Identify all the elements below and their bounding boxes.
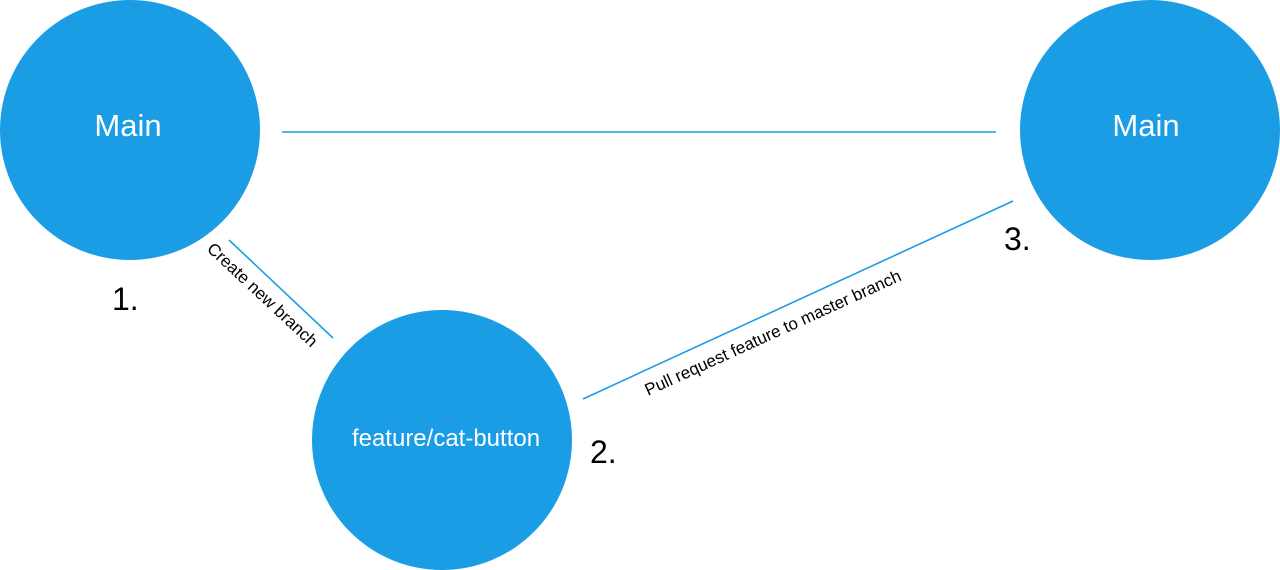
node-feature-branch-circle	[312, 310, 572, 570]
edge-label-pull-request: Pull request feature to master branch	[642, 266, 904, 399]
connector-pull-request	[582, 200, 1014, 400]
node-main-start: Main	[0, 0, 260, 260]
node-feature-branch-label: feature/cat-button	[352, 425, 540, 452]
node-main-end-circle	[1020, 0, 1280, 260]
step-number-1: 1.	[112, 281, 139, 317]
step-number-2: 2.	[590, 434, 617, 470]
node-feature-branch: feature/cat-button	[312, 310, 572, 570]
node-main-start-circle	[0, 0, 260, 260]
connector-create-branch	[228, 239, 334, 339]
node-main-end: Main	[1020, 0, 1280, 260]
node-main-end-label: Main	[1112, 108, 1179, 143]
edge-label-create-branch: Create new branch	[203, 239, 321, 351]
step-number-3: 3.	[1004, 221, 1031, 257]
node-main-start-label: Main	[94, 108, 161, 143]
